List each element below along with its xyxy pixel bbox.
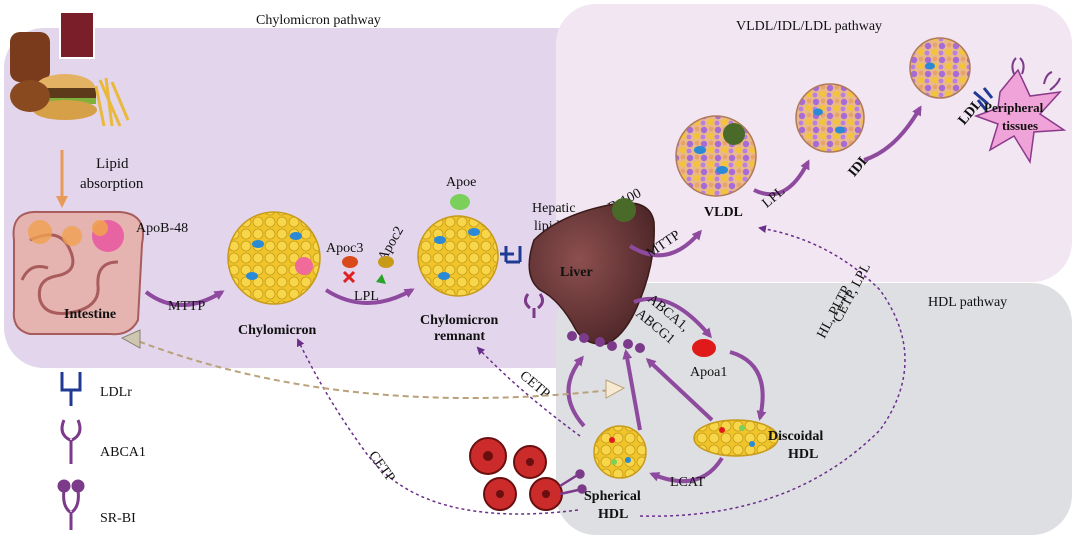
- cetp-lpl-dotted-arrow: [639, 225, 906, 517]
- liver-icon: [528, 198, 655, 345]
- mttp-arrow-2: [628, 229, 702, 258]
- apob48-label: ApoB-48: [136, 221, 188, 236]
- legend-srbi-label: SR-BI: [100, 511, 136, 526]
- vldl-panel-title: VLDL/IDL/LDL pathway: [736, 19, 882, 34]
- apoe-label: Apoe: [446, 175, 476, 190]
- mttp-arrow-1: [144, 290, 225, 307]
- apoc2-protein-icon: [378, 256, 394, 268]
- apoe-protein-icon: [450, 194, 470, 210]
- chylomicron-label: Chylomicron: [238, 323, 317, 338]
- intestine-icon: [12, 210, 144, 336]
- ldlr-receptor-icon: [500, 246, 522, 264]
- chylomicron-panel-title: Chylomicron pathway: [256, 13, 381, 28]
- apoa1-up-arrow: [622, 349, 642, 431]
- spherical-label-1: Spherical: [584, 489, 641, 504]
- lipid-absorption-label-2: absorption: [80, 176, 144, 192]
- fast-food-icon: [10, 11, 130, 127]
- apoa1-label: Apoa1: [690, 365, 727, 380]
- apoa1-protein-icon: [692, 339, 716, 357]
- vldl-label: VLDL: [704, 205, 743, 220]
- vldl-particle: [675, 115, 757, 197]
- legend: LDLr ABCA1 SR-BI: [57, 372, 146, 530]
- peripheral-label-2: tissues: [1002, 118, 1038, 133]
- hdl-panel-title: HDL pathway: [928, 295, 1007, 310]
- legend-ldlr-icon: [60, 372, 82, 406]
- apoa1-to-discoidal-arrow: [729, 350, 767, 421]
- remnant-label-1: Chylomicron: [420, 313, 499, 328]
- idl-to-ldl-arrow: [863, 105, 922, 162]
- hepatic-lipids-label-1: Hepatic: [532, 201, 576, 216]
- lcat-arrow: [649, 456, 724, 484]
- cetp-to-remnant-dotted-arrow: [476, 346, 581, 437]
- activate-arrow-icon: [376, 274, 386, 284]
- hdl-panel: [556, 283, 1072, 535]
- mttp-label-1: MTTP: [168, 299, 206, 314]
- legend-abca1-label: ABCA1: [100, 445, 146, 460]
- inhibit-cross-icon: [342, 270, 356, 284]
- intestine-arrowhead-icon: [120, 329, 141, 349]
- lpl-arrow-2: [753, 159, 810, 197]
- discoidal-hdl-particle: [693, 419, 779, 457]
- remnant-label-2: remnant: [434, 329, 485, 344]
- apoc3-label: Apoc3: [326, 241, 363, 256]
- discoidal-label-2: HDL: [788, 447, 818, 462]
- legend-srbi-icon: [57, 479, 85, 530]
- chylomicron-particle: [227, 211, 321, 305]
- spherical-label-2: HDL: [598, 507, 628, 522]
- abca1-abcg1-arrow: [633, 296, 712, 339]
- intestine-label: Intestine: [64, 307, 116, 322]
- discoidal-to-liver-arrow: [645, 357, 714, 422]
- ldlr-on-peripheral-icon: [973, 87, 994, 111]
- peripheral-label-1: Peripheral: [984, 100, 1044, 115]
- apoc3-protein-icon: [342, 256, 358, 268]
- ldl-particle: [909, 37, 971, 99]
- chylomicron-remnant-particle: [417, 215, 499, 297]
- spherical-hdl-particle: [593, 425, 647, 479]
- lcat-label: LCAT: [670, 475, 705, 490]
- lipid-absorption-label-1: Lipid: [96, 156, 129, 172]
- lpl-arrow-1: [324, 288, 415, 305]
- intestine-hdl-arrowhead-icon: [605, 379, 626, 399]
- legend-abca1-icon: [60, 419, 82, 464]
- peripheral-tissue-cell-icon: [973, 57, 1067, 165]
- red-cells-icon: [469, 437, 563, 511]
- liver-label: Liver: [560, 265, 593, 280]
- legend-ldlr-label: LDLr: [100, 385, 132, 400]
- abca1-transporter-on-liver-icon: [523, 293, 545, 318]
- idl-particle: [795, 83, 865, 153]
- srbi-on-cells-icon: [559, 469, 587, 496]
- srbi-receptors-on-liver-icon: [567, 331, 645, 353]
- intestine-hdl-dashed-arrow: [129, 337, 611, 400]
- discoidal-label-1: Discoidal: [768, 429, 823, 444]
- spherical-to-liver-arrow: [566, 355, 586, 428]
- lpl-label-1: LPL: [354, 289, 379, 304]
